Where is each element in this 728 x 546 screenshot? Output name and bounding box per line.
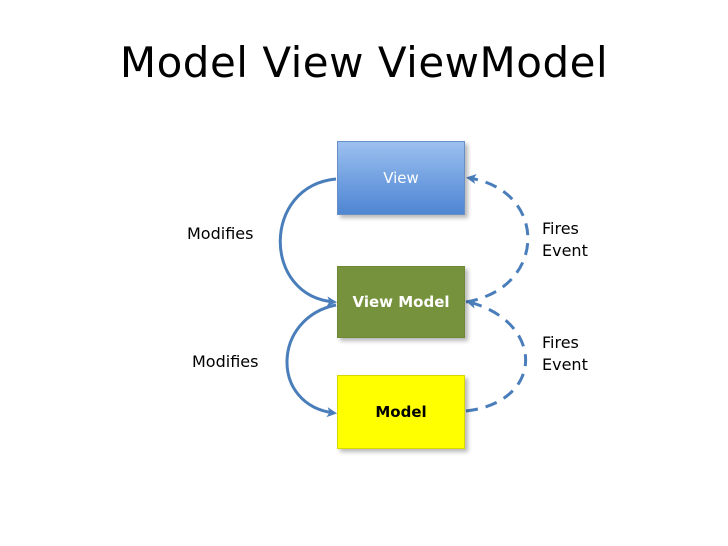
fires-event-arrow-bottom: [465, 298, 528, 413]
modifies-label-bottom: Modifies: [192, 352, 259, 371]
fires-event-label-top: Fires Event: [542, 218, 612, 262]
view-model-node-label: View Model: [352, 293, 450, 311]
fires-event-arrow-top: [465, 174, 530, 304]
fires-event-label-bottom: Fires Event: [542, 332, 612, 376]
fires-event-bottom-line1: Fires: [542, 333, 579, 352]
model-node-label: Model: [375, 403, 427, 421]
view-model-node: View Model: [337, 266, 465, 338]
view-node: View: [337, 141, 465, 215]
view-node-label: View: [383, 169, 419, 187]
fires-event-bottom-line2: Event: [542, 355, 588, 374]
model-node: Model: [337, 375, 465, 449]
modifies-label-top: Modifies: [187, 224, 254, 243]
modifies-arrow-top: [278, 177, 337, 307]
slide-title: Model View ViewModel: [119, 38, 609, 87]
fires-event-top-line2: Event: [542, 241, 588, 260]
modifies-arrow-bottom: [285, 303, 337, 418]
fires-event-top-line1: Fires: [542, 219, 579, 238]
